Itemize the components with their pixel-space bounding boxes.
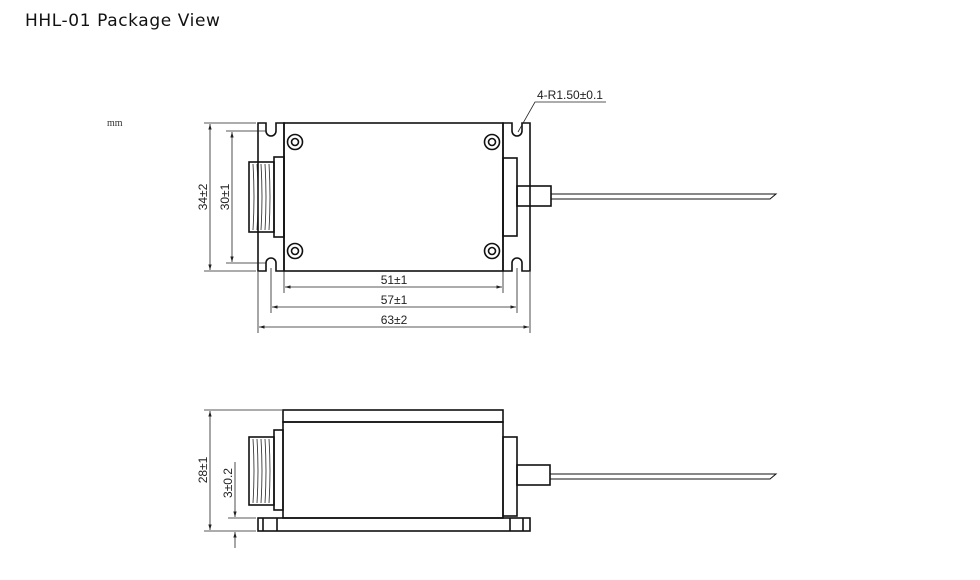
dim-base-thickness: 3±0.2 — [221, 468, 235, 498]
fiber — [551, 193, 778, 200]
fiber-boot — [516, 185, 552, 207]
fiber-plate — [502, 436, 518, 517]
dim-height-holes: 30±1 — [218, 183, 232, 210]
unit-label: mm — [107, 118, 123, 129]
lid — [282, 409, 504, 423]
hole-callout-leader — [517, 101, 606, 133]
flange-outline-right — [502, 122, 531, 272]
dim-height-outer: 34±2 — [196, 183, 210, 210]
dim-width-holes: 57±1 — [381, 293, 408, 307]
hole-callout: 4-R1.50±0.1 — [537, 88, 603, 102]
body — [282, 421, 504, 519]
screw-icon — [286, 133, 501, 260]
dim-width-outer: 63±2 — [381, 313, 408, 327]
fiber-boot — [516, 464, 551, 486]
base-plate — [257, 517, 531, 532]
dim-width-body: 51±1 — [381, 273, 408, 287]
threaded-connector — [248, 429, 284, 511]
fiber — [550, 473, 778, 480]
top-view: 4-R1.50±0.1 34±2 30±1 51±1 57±1 63±2 — [196, 88, 778, 333]
fiber-plate — [502, 157, 518, 237]
page-title: HHL-01 Package View — [25, 11, 221, 31]
side-view: 28±1 3±0.2 — [196, 409, 778, 548]
threaded-connector — [248, 156, 285, 238]
body — [283, 122, 504, 272]
dim-height-total: 28±1 — [196, 456, 210, 483]
